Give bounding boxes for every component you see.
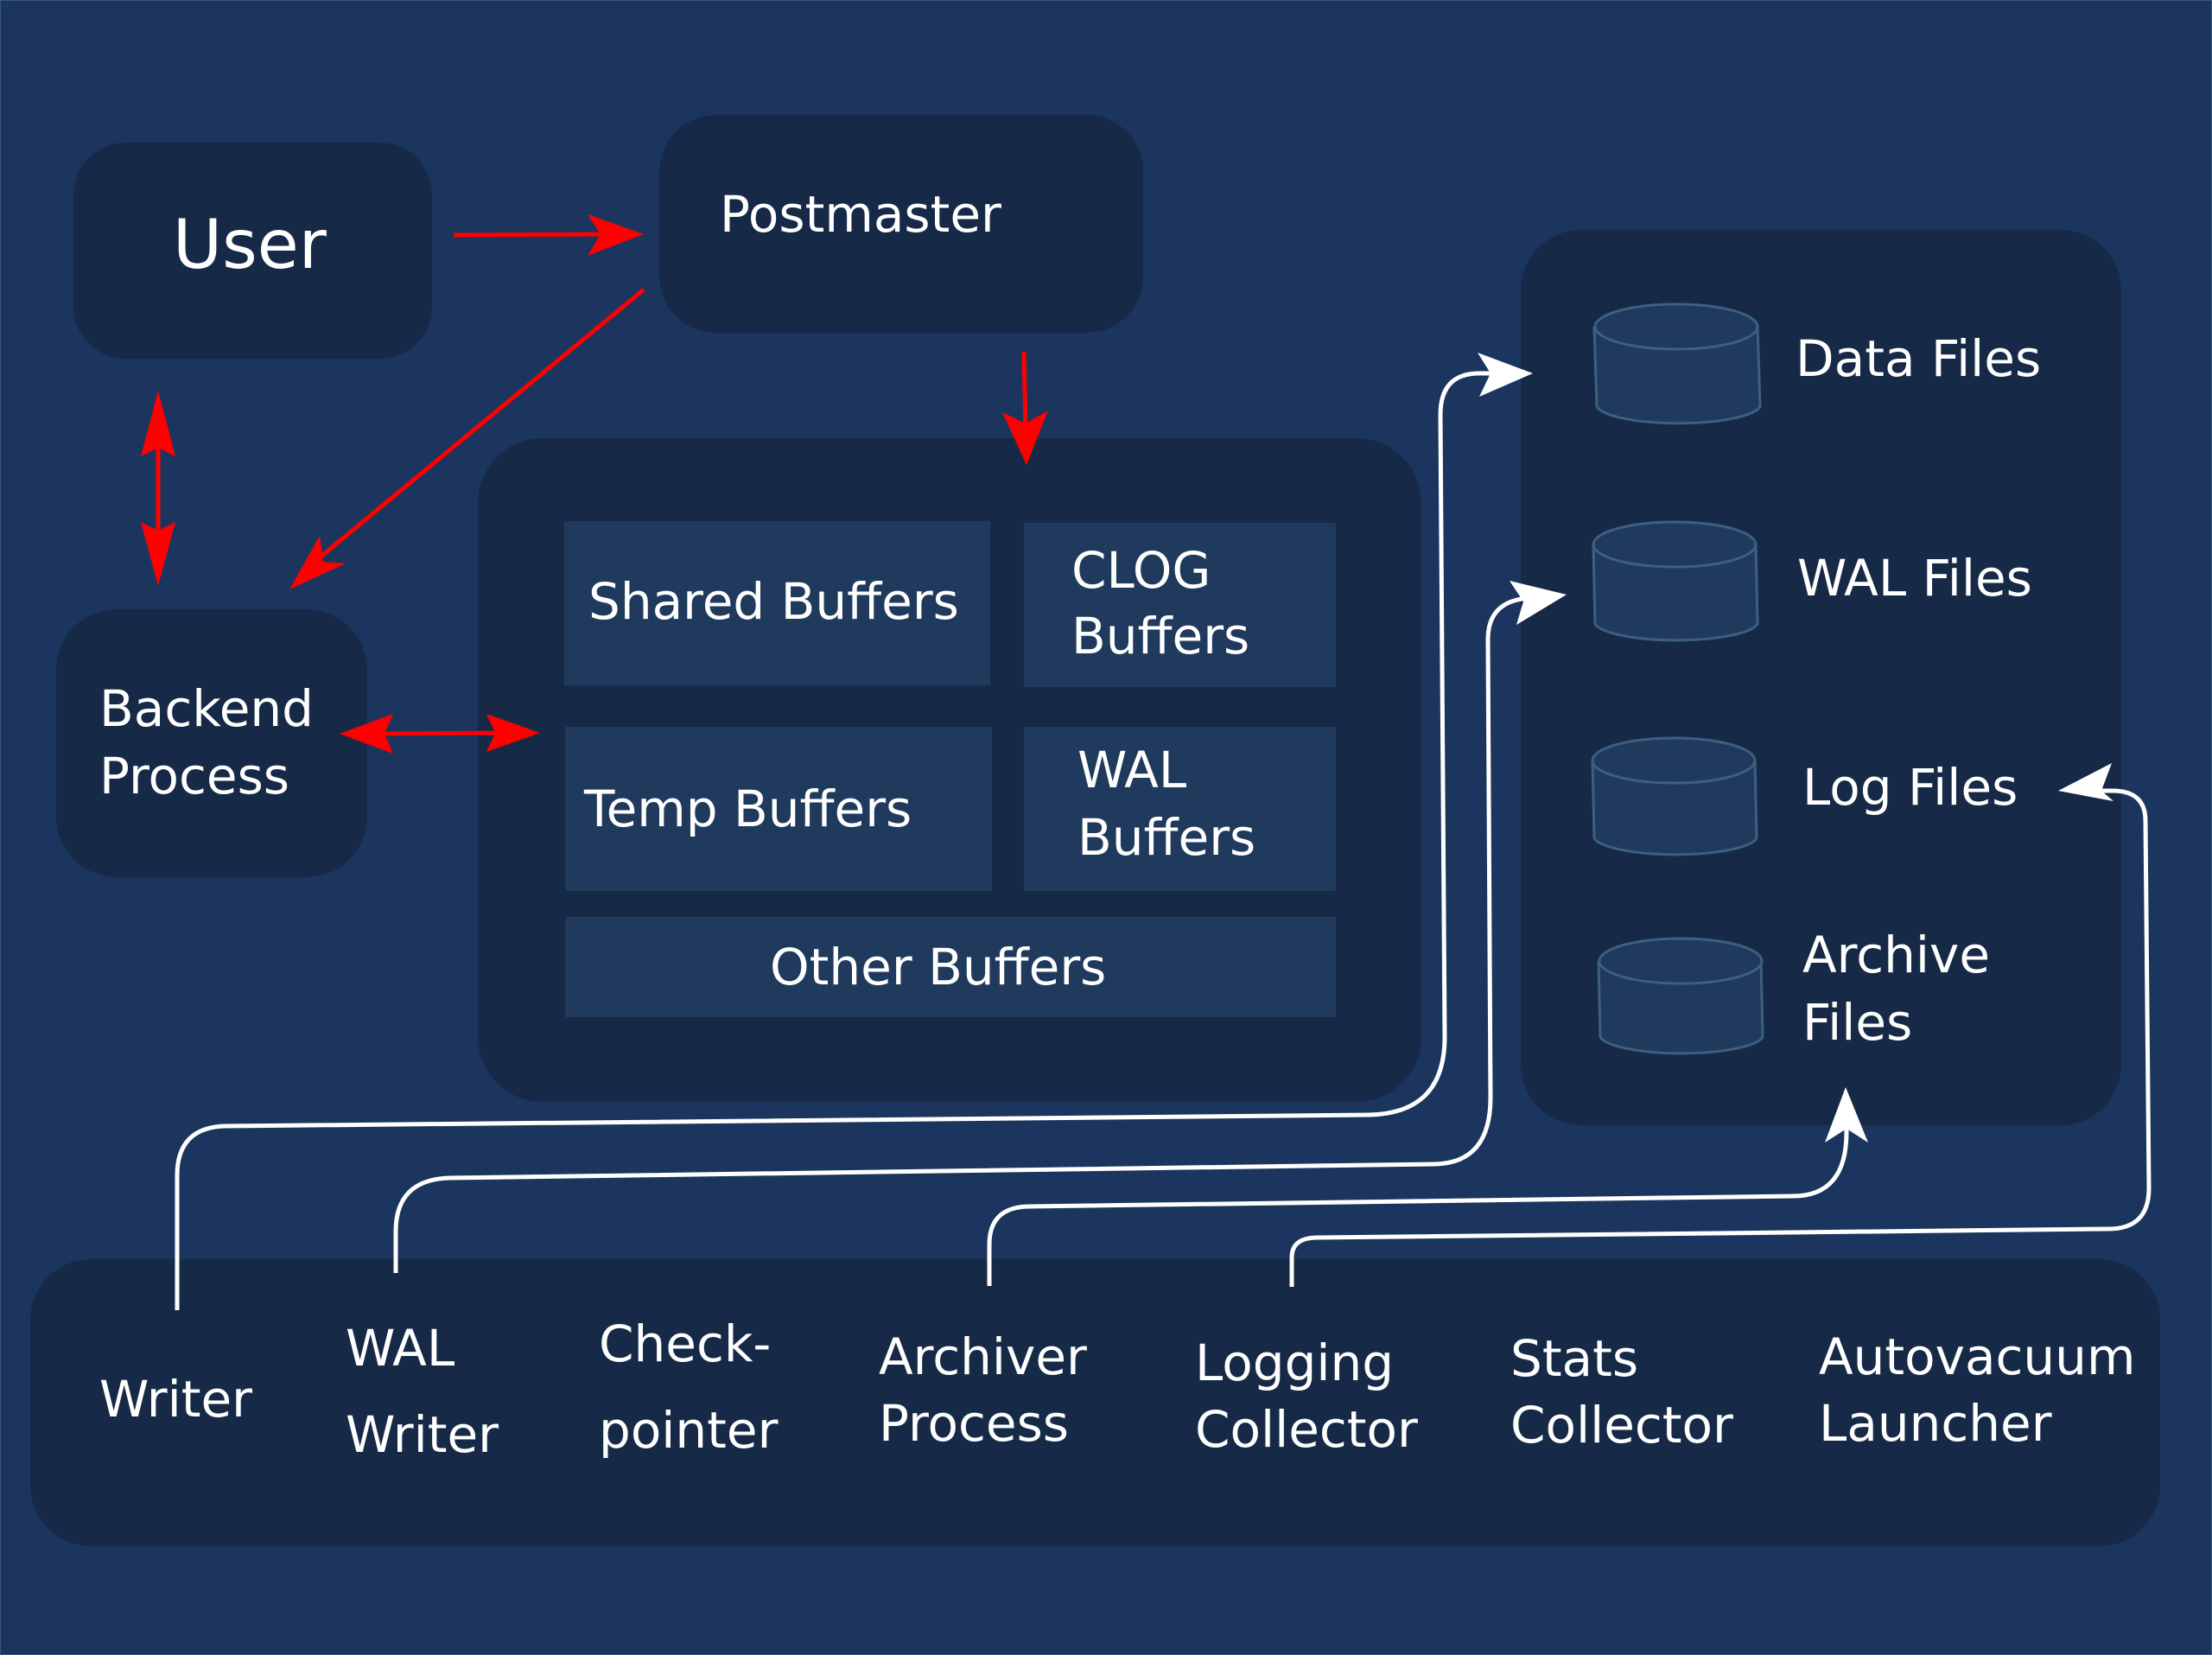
wal-buffers-cell: WAL Buffers <box>1024 727 1336 891</box>
data-files-arrowhead-icon <box>1478 353 1533 397</box>
archiver-label-line2: Process <box>879 1394 1070 1453</box>
other-buffers-cell: Other Buffers <box>565 917 1336 1017</box>
wal-writer-label-line2: Writer <box>346 1405 499 1464</box>
clog-buffers-label-line2: Buffers <box>1071 607 1250 665</box>
log-files-label: Log Files <box>1802 758 2018 817</box>
wal-files-label: WAL Files <box>1797 549 2032 608</box>
clog-buffers-label-line1: CLOG <box>1071 541 1211 600</box>
stats-collector-label-line2: Collector <box>1510 1396 1733 1454</box>
archive-files-label-line2: Files <box>1802 993 1913 1052</box>
temp-buffers-label: Temp Buffers <box>584 780 912 838</box>
user-label: User <box>173 207 327 284</box>
data-files-label: Data Files <box>1796 329 2042 388</box>
postmaster-to-shared-memory-arrow <box>1002 351 1048 465</box>
logging-collector-label-line2: Collector <box>1195 1400 1418 1459</box>
wal-files-cylinder-icon <box>1592 520 1759 642</box>
checkpointer-label-line1: Check- <box>599 1314 772 1373</box>
writer-label: Writer <box>99 1370 252 1429</box>
wal-writer-to-wal-files-line <box>393 595 1530 1273</box>
archive-files-arrowhead-icon <box>1825 1087 1868 1143</box>
postmaster-node: Postmaster <box>659 115 1143 333</box>
postmaster-to-backend-arrow <box>289 288 645 589</box>
shared-buffers-label: Shared Buffers <box>588 572 959 631</box>
shared-buffers-cell: Shared Buffers <box>564 521 990 685</box>
user-to-postmaster-arrow <box>453 214 644 256</box>
writer-to-data-files-line <box>175 371 1499 1310</box>
postmaster-label: Postmaster <box>720 185 1001 244</box>
user-backend-bidirectional-arrow <box>141 391 175 586</box>
logging-collector-to-log-files-line <box>1289 788 2152 1287</box>
data-files-cylinder-icon <box>1592 302 1762 425</box>
autovacuum-launcher-label-line1: Autovacuum <box>1819 1327 2136 1386</box>
shared-memory-box: Shared Buffers CLOG Buffers Temp Buffers… <box>478 438 1421 1102</box>
other-buffers-label: Other Buffers <box>770 938 1107 996</box>
temp-buffers-cell: Temp Buffers <box>565 727 992 891</box>
wal-files-arrowhead-icon <box>1510 581 1567 625</box>
archiver-label-line1: Archiver <box>879 1327 1087 1386</box>
background-processes-box: Writer WAL Writer Check- pointer Archive… <box>30 1259 2160 1546</box>
clog-buffers-cell: CLOG Buffers <box>1024 523 1336 687</box>
wal-writer-label-line1: WAL <box>346 1319 455 1378</box>
backend-process-node: Backend Process <box>56 609 367 877</box>
user-node: User <box>73 143 432 359</box>
backend-label-line1: Backend <box>99 679 315 738</box>
wal-buffers-label-line2: Buffers <box>1077 808 1256 867</box>
archive-files-label-line1: Archive <box>1802 926 1991 984</box>
checkpointer-label-line2: pointer <box>599 1401 779 1460</box>
archiver-to-archive-files-line <box>987 1123 1849 1286</box>
logging-collector-label-line1: Logging <box>1195 1334 1395 1392</box>
backend-shared-memory-bidirectional-arrow <box>340 714 540 754</box>
log-files-cylinder-icon <box>1591 736 1758 856</box>
backend-label-line2: Process <box>99 747 290 805</box>
stats-collector-label-line1: Stats <box>1510 1329 1639 1388</box>
log-files-arrowhead-icon <box>2058 763 2113 801</box>
archive-files-cylinder-icon <box>1597 937 1764 1055</box>
autovacuum-launcher-label-line2: Launcher <box>1819 1394 2052 1453</box>
wal-buffers-label-line1: WAL <box>1077 741 1187 799</box>
